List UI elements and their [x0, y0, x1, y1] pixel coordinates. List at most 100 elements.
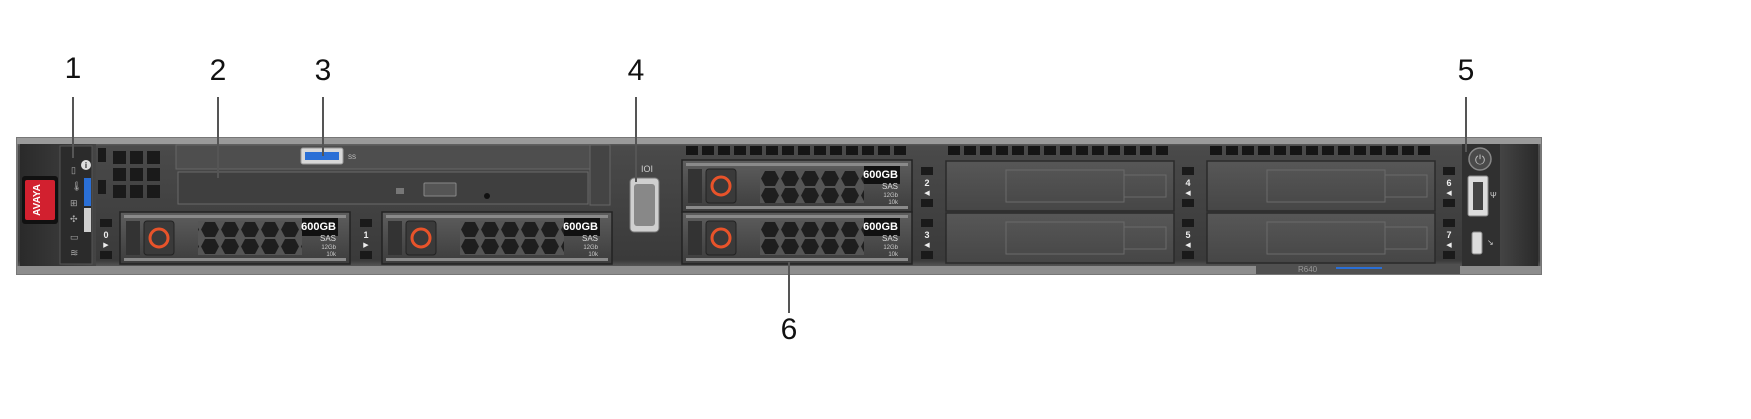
optical-bezel-right	[589, 144, 611, 206]
optical-icon	[396, 188, 404, 194]
vent-slot	[948, 146, 960, 155]
drive-grille	[460, 221, 564, 255]
drive-release-button[interactable]	[143, 220, 175, 256]
model-plate-stripe	[1336, 267, 1382, 269]
drive-speed: 12Gb	[883, 245, 898, 251]
blank-drive-bay-4[interactable]	[945, 160, 1175, 212]
white-status-led	[84, 208, 91, 232]
vent-slot	[1338, 146, 1350, 155]
vent-slot	[1386, 146, 1398, 155]
vent-slot	[830, 146, 842, 155]
bay-number: 5	[1185, 230, 1190, 240]
drive-speed: 12Gb	[321, 245, 336, 251]
drive-release-icon	[410, 227, 432, 249]
bay-latch-slot	[921, 199, 933, 207]
vent-slot	[1076, 146, 1088, 155]
arrow-left-icon: ◀	[924, 242, 930, 249]
vent-slot	[798, 146, 810, 155]
blank-latch	[1384, 226, 1428, 250]
drive-led-strip	[388, 221, 402, 255]
drive-blank	[945, 160, 1175, 212]
info-button[interactable]	[81, 160, 91, 170]
drive-interface: SAS	[882, 182, 898, 191]
vent-slot	[1354, 146, 1366, 155]
right-ear	[1500, 144, 1538, 266]
micro-usb-port[interactable]	[1471, 231, 1483, 255]
vent-slot	[814, 146, 826, 155]
temperature-icon: 🌡	[71, 181, 82, 191]
vent-hole	[130, 151, 143, 164]
drive-release-button[interactable]	[705, 220, 737, 256]
vent-slot	[98, 148, 106, 162]
drive-rpm: 10k	[888, 200, 899, 206]
drive-rail	[686, 258, 908, 261]
vent-slot	[766, 146, 778, 155]
vent-slot	[1210, 146, 1222, 155]
vent-slot	[782, 146, 794, 155]
bay-latch-slot	[360, 251, 372, 259]
arrow-left-icon: ◀	[1185, 242, 1191, 249]
drive-label-plate	[302, 218, 338, 236]
callout-5: 5	[1457, 54, 1475, 87]
vent-slot	[98, 180, 106, 194]
blank-drive-bay-5[interactable]	[945, 212, 1175, 264]
vga-port-insert	[634, 184, 655, 226]
bay-latch-slot	[1182, 199, 1194, 207]
drive-rail	[686, 163, 908, 166]
drive-label-plate	[564, 218, 600, 236]
vent-slot	[734, 146, 746, 155]
drive-led-strip	[126, 221, 140, 255]
arrow-right-icon: ▶	[363, 242, 369, 249]
drive-release-icon	[148, 227, 170, 249]
vent-hole	[130, 168, 143, 181]
arrow-left-icon: ◀	[1446, 242, 1452, 249]
drive-label-plate	[864, 166, 900, 184]
optical-eject-button[interactable]	[423, 182, 457, 197]
blank-latch	[1384, 174, 1428, 198]
drive-speed: 12Gb	[583, 245, 598, 251]
vent-hole	[130, 185, 143, 198]
bay-latch-slot	[1182, 219, 1194, 227]
blank-latch	[1123, 226, 1167, 250]
logo-red-panel	[25, 180, 55, 220]
bay-number: 4	[1185, 178, 1190, 188]
vent-slot	[878, 146, 890, 155]
drive-rail	[686, 206, 908, 209]
chassis-top-edge	[17, 138, 1541, 144]
arrow-left-icon: ◀	[1446, 190, 1452, 197]
vent-slot	[718, 146, 730, 155]
drive-interface: SAS	[320, 234, 336, 243]
vent-slot	[1012, 146, 1024, 155]
optical-bay-top	[175, 144, 611, 170]
bay-number: 2	[924, 178, 929, 188]
usb3-label: SS	[348, 155, 356, 161]
bay-latch-slot	[100, 251, 112, 259]
optical-activity-led	[484, 193, 490, 199]
blank-drive-bay-6[interactable]	[1206, 160, 1436, 212]
drive-blank	[1206, 212, 1436, 264]
vent-slot	[1156, 146, 1168, 155]
vent-slot	[1370, 146, 1382, 155]
vent-hole	[113, 151, 126, 164]
drive-rpm: 10k	[326, 252, 337, 258]
vent-slot	[894, 146, 906, 155]
drive-release-button[interactable]	[705, 168, 737, 204]
blank-drive-bay-7[interactable]	[1206, 212, 1436, 264]
drive-interface: SAS	[582, 234, 598, 243]
power-button[interactable]	[1468, 147, 1492, 171]
vga-label: IOI	[641, 164, 653, 174]
bay-latch-slot	[1443, 199, 1455, 207]
vent-slot	[1140, 146, 1152, 155]
vent-grid	[98, 148, 160, 198]
vent-slot	[1418, 146, 1430, 155]
drive-rail	[686, 215, 908, 218]
drive-release-button[interactable]	[405, 220, 437, 256]
vent-slot	[1322, 146, 1334, 155]
callout-4: 4	[627, 54, 645, 87]
